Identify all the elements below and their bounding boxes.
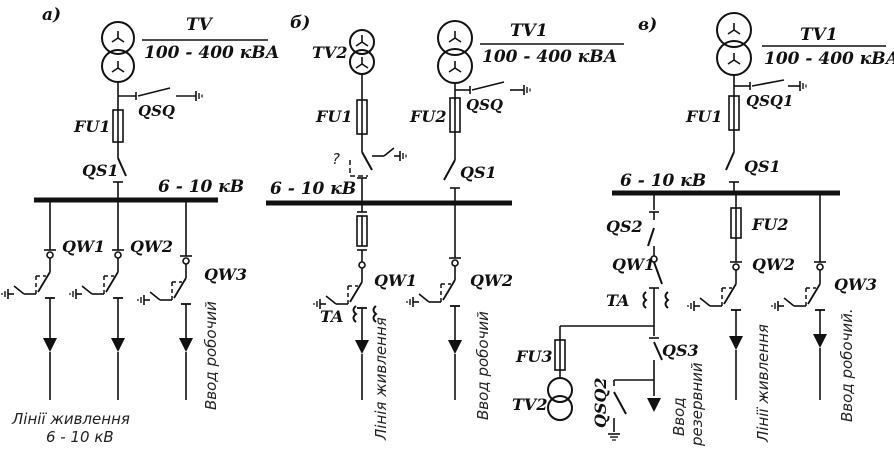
- current-transformer-ta-c: [642, 291, 670, 309]
- tv2-label-c: TV2: [512, 395, 547, 414]
- panel-b: б) TV2 FU1 ? TV1: [266, 13, 624, 441]
- qw2-label: QW2: [130, 237, 173, 256]
- fu2-label-c: FU2: [751, 215, 788, 234]
- ta-label-c: TA: [606, 291, 629, 310]
- qsq2-label: QSQ2: [591, 377, 610, 428]
- feeder-caption-b: Лінія живлення: [372, 317, 390, 441]
- panel-b-label: б): [290, 13, 310, 33]
- qw2-label-c: QW2: [752, 255, 795, 274]
- bus-voltage-label-c: 6 - 10 кВ: [620, 171, 706, 191]
- tv1-label-b: TV1: [510, 21, 548, 41]
- fu2-label-b: FU2: [409, 107, 446, 126]
- question-mark: ?: [332, 150, 340, 168]
- bus-voltage-label: 6 - 10 кВ: [158, 177, 244, 197]
- feeder-qw3: [137, 200, 193, 400]
- feeder-qw2: [69, 200, 125, 400]
- working-input-caption-c: Ввод робочий.: [838, 308, 856, 422]
- fu3-label: FU3: [515, 347, 552, 366]
- qs1-label-b: QS1: [460, 163, 497, 182]
- bus-voltage-label-b: 6 - 10 кВ: [270, 179, 356, 199]
- panel-a-label: а): [42, 5, 61, 25]
- working-input-caption-a: Ввод робочий: [202, 301, 220, 410]
- qsq-label-b: QSQ: [466, 96, 503, 114]
- qs1-label-c: QS1: [744, 157, 781, 176]
- feeders-caption-c: Лінії живлення: [754, 324, 772, 443]
- transformer-tv-label: TV: [186, 15, 214, 35]
- qsq1-label: QSQ1: [746, 92, 793, 110]
- qw1-label-b: QW1: [374, 271, 417, 290]
- qs2-label: QS2: [606, 217, 643, 236]
- transformer-rating-label: 100 - 400 кВА: [144, 43, 280, 63]
- qw1-label-c: QW1: [612, 255, 655, 274]
- transformer-tv2-symbol: [349, 29, 375, 75]
- qs3-label: QS3: [662, 341, 699, 360]
- fu1-label-c: FU1: [685, 107, 722, 126]
- panel-c: в) TV1 100 - 400 кВА QSQ1 FU1 QS1 6 - 10…: [512, 12, 894, 447]
- reserve-input-caption-line1: Ввод: [670, 397, 688, 436]
- feeders-caption-line1: Лінії живлення: [11, 410, 130, 428]
- fu1-label-b: FU1: [315, 107, 352, 126]
- qs1-label: QS1: [82, 161, 119, 180]
- transformer-tv1-symbol-b: [437, 20, 473, 84]
- ta-label-b: TA: [320, 307, 343, 326]
- reserve-input-caption-line2: резервний: [688, 362, 706, 447]
- tv1-label-c: TV1: [800, 25, 838, 45]
- transformer-tv1-symbol-c: [716, 12, 752, 76]
- current-transformer-ta-b: [352, 305, 378, 323]
- tv2-label-b: TV2: [312, 43, 347, 62]
- feeders-caption-line2: 6 - 10 кВ: [46, 428, 114, 446]
- qw3-label: QW3: [204, 265, 247, 284]
- transformer-tv2-symbol-c: [547, 377, 573, 421]
- transformer-rating-label-c: 100 - 400 кВА: [764, 49, 894, 69]
- feeder-qw1: [1, 200, 57, 400]
- panel-a: а) TV 100 - 400 кВА QSQ FU1: [1, 5, 280, 446]
- qw3-label-c: QW3: [834, 275, 877, 294]
- earth-switch-qsq: [118, 87, 203, 102]
- qsq-label: QSQ: [138, 102, 175, 120]
- working-input-caption-b: Ввод робочий: [474, 311, 492, 420]
- transformer-rating-label-b: 100 - 400 кВА: [482, 47, 618, 67]
- fu1-label: FU1: [73, 117, 110, 136]
- qw1-label: QW1: [62, 237, 105, 256]
- disconnector-qs1: [117, 157, 127, 177]
- qw2-label-b: QW2: [470, 271, 513, 290]
- transformer-tv-symbol: [101, 21, 135, 83]
- panel-c-label: в): [638, 15, 657, 35]
